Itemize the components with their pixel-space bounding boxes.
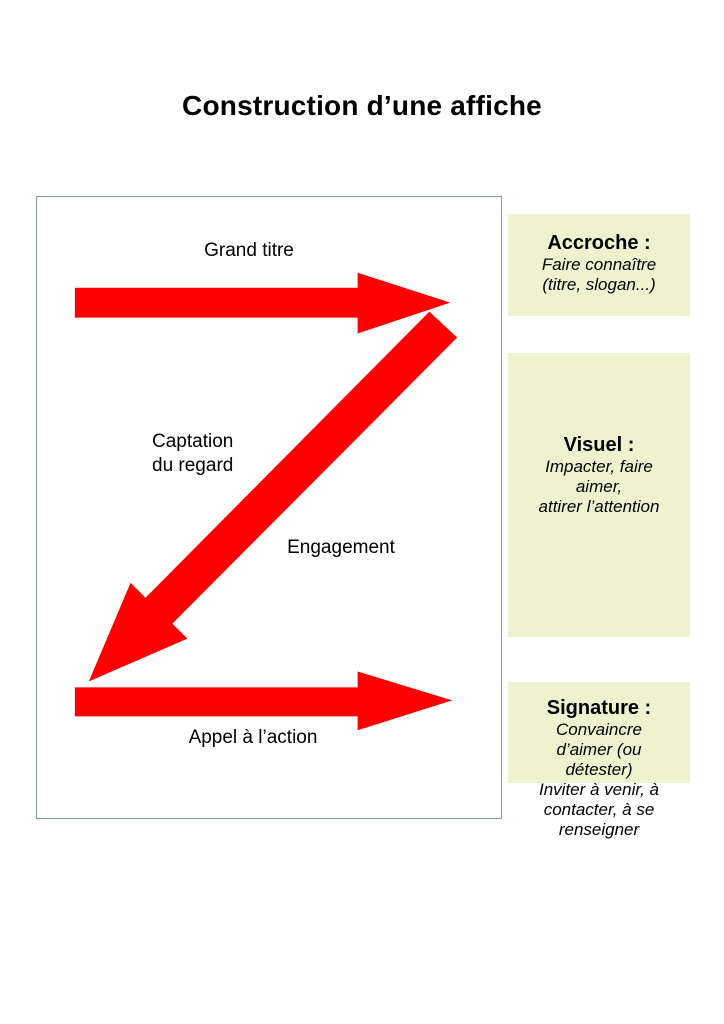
panel-signature: Signature : Convaincre d’aimer (ou détes… (508, 682, 690, 839)
panel-heading: Accroche : (547, 232, 651, 254)
label-captation-du-regard: Captation du regard (152, 430, 233, 478)
panel-line: contacter, à se (543, 800, 655, 819)
panel-line: détester) (565, 760, 633, 779)
label-captation-line: Captation (152, 431, 234, 452)
panel-line: renseigner (558, 820, 640, 839)
label-engagement: Engagement (287, 537, 395, 558)
panel-visuel: Visuel : Impacter, faire aimer, attirer … (508, 353, 690, 637)
panel-line: aimer, (575, 477, 623, 496)
top-arrow (74, 272, 451, 334)
panel-line: Impacter, faire (545, 457, 653, 476)
panel-line: d’aimer (ou (556, 740, 642, 759)
panel-line: Convaincre (556, 720, 642, 739)
diagonal-arrow (88, 311, 458, 682)
panel-line: Faire connaître (541, 255, 657, 274)
page-title: Construction d’une affiche (182, 90, 542, 121)
panel-heading: Signature : (546, 697, 652, 719)
label-captation-line: du regard (152, 455, 234, 476)
label-grand-titre: Grand titre (204, 240, 294, 261)
panel-line: (titre, slogan...) (542, 275, 656, 294)
arrows-canvas (74, 272, 458, 731)
panel-line: Inviter à venir, à (538, 780, 659, 799)
bottom-arrow (74, 671, 453, 731)
label-appel-action: Appel à l’action (188, 727, 318, 748)
z-pattern-diagram: Grand titre Captation du regard Engageme… (36, 196, 502, 819)
panel-heading: Visuel : (563, 434, 635, 456)
panel-line: attirer l’attention (538, 497, 660, 516)
panel-accroche: Accroche : Faire connaître (titre, sloga… (508, 214, 690, 316)
